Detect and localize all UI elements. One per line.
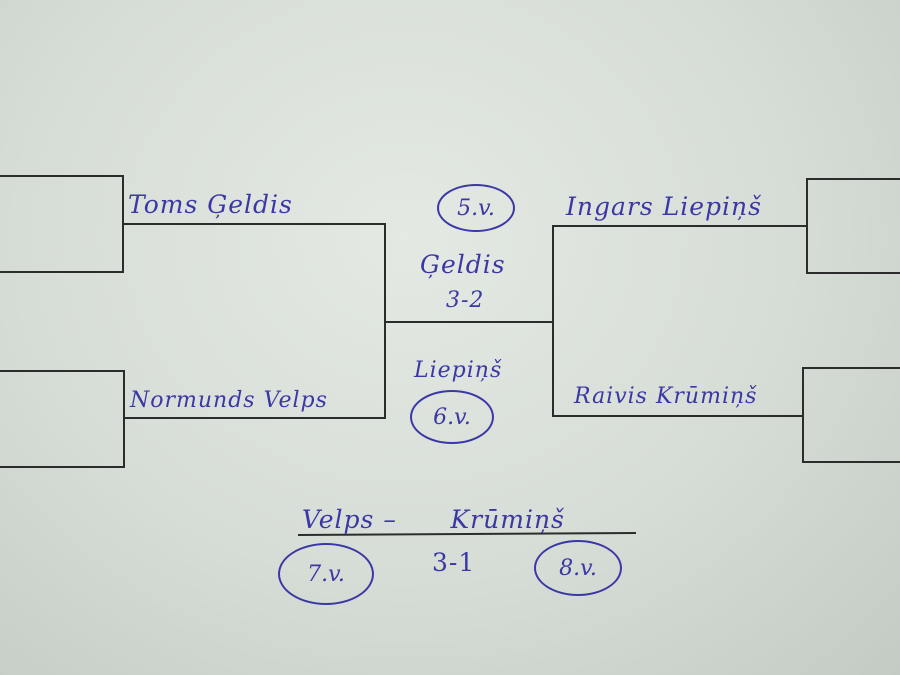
final-score: 3-2 bbox=[446, 288, 485, 313]
player-right-bottom: Raivis Krūmiņš bbox=[574, 384, 758, 409]
place-6-badge: 6.v. bbox=[410, 390, 494, 444]
loser-name: Liepiņš bbox=[414, 358, 503, 383]
placement-match-players: Velps – Krūmiņš bbox=[302, 505, 565, 534]
placement-match-score: 3-1 bbox=[432, 548, 476, 577]
right-top-box bbox=[806, 178, 900, 274]
player-right-top: Ingars Liepiņš bbox=[566, 192, 762, 221]
bottom-match-line bbox=[297, 532, 637, 536]
place-7-badge: 7.v. bbox=[278, 543, 374, 605]
winner-name: Ģeldis bbox=[420, 250, 506, 279]
right-bottom-box bbox=[802, 367, 900, 463]
left-top-box bbox=[0, 175, 124, 273]
right-bracket bbox=[552, 225, 807, 417]
left-bottom-box bbox=[0, 370, 125, 468]
place-8-badge: 8.v. bbox=[534, 540, 622, 596]
player-left-bottom: Normunds Velps bbox=[130, 388, 328, 413]
player-left-top: Toms Ģeldis bbox=[128, 190, 293, 219]
place-5-badge: 5.v. bbox=[437, 184, 515, 232]
